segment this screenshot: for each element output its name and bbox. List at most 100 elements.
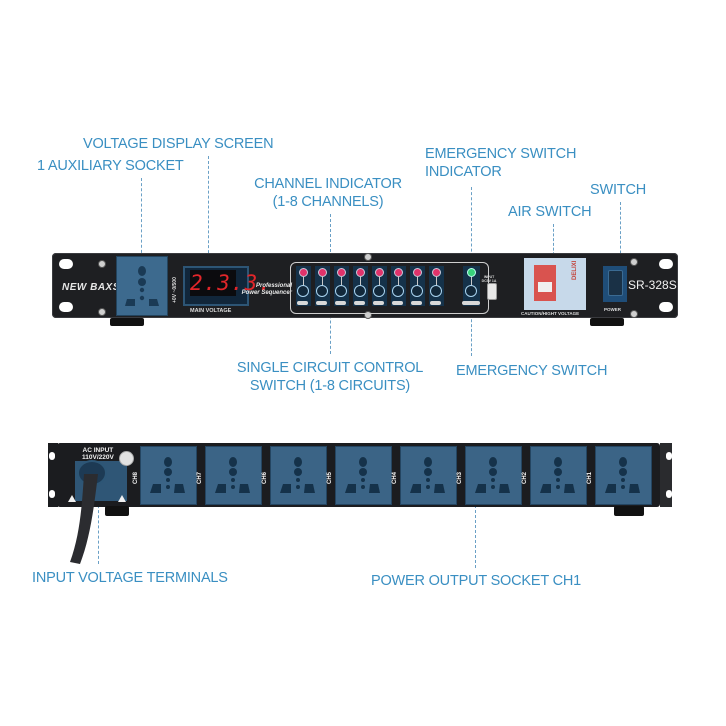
rack-hole bbox=[659, 259, 673, 269]
channel-connector bbox=[322, 277, 323, 286]
output-socket[interactable] bbox=[270, 446, 327, 505]
channel-indicator-led bbox=[318, 268, 327, 277]
rack-foot bbox=[105, 506, 129, 516]
leader-line-voltage-display bbox=[208, 156, 209, 268]
warning-icon bbox=[118, 495, 126, 502]
air-switch-caption: CAUTION/HIGHT VOLTAGE bbox=[521, 311, 580, 316]
emergency-switch-label bbox=[462, 301, 480, 305]
channel-switch-label bbox=[373, 301, 384, 305]
channel-connector bbox=[360, 277, 361, 286]
breaker-brand: DELIXI bbox=[572, 260, 578, 280]
channel-switch-button[interactable] bbox=[411, 285, 423, 297]
output-socket[interactable] bbox=[595, 446, 652, 505]
label-input-voltage-terminals: INPUT VOLTAGE TERMINALS bbox=[32, 570, 228, 586]
label-emergency-indicator-line1: EMERGENCY SWITCH bbox=[425, 146, 577, 162]
fuse-holder[interactable] bbox=[119, 451, 134, 466]
back-rack-ear-left bbox=[48, 443, 58, 507]
channel-switch-button[interactable] bbox=[430, 285, 442, 297]
rack-foot bbox=[590, 318, 624, 326]
channel-indicator-led bbox=[432, 268, 441, 277]
rack-hole bbox=[49, 452, 55, 460]
rack-hole bbox=[659, 302, 673, 312]
channel-switch-label bbox=[430, 301, 441, 305]
auxiliary-socket[interactable] bbox=[116, 256, 168, 316]
label-emergency-indicator: EMERGENCY SWITCH INDICATOR bbox=[425, 145, 576, 181]
usb-port[interactable] bbox=[487, 283, 497, 300]
channel-indicator-led bbox=[337, 268, 346, 277]
power-switch[interactable] bbox=[608, 270, 623, 296]
brand-logo: NEW BAXS bbox=[62, 282, 120, 293]
leader-line-input-terminals bbox=[98, 500, 99, 564]
emergency-indicator-led bbox=[467, 268, 476, 277]
label-auxiliary-socket: 1 AUXILIARY SOCKET bbox=[37, 158, 184, 174]
output-socket[interactable] bbox=[400, 446, 457, 505]
leader-line-aux-socket bbox=[141, 178, 142, 258]
warning-icon bbox=[68, 495, 76, 502]
air-switch-handle[interactable] bbox=[538, 282, 552, 292]
product-name: Professional Power Sequencer bbox=[238, 283, 292, 297]
power-caption: POWER bbox=[604, 307, 622, 312]
channel-switch-button[interactable] bbox=[297, 285, 309, 297]
label-switch: SWITCH bbox=[590, 182, 646, 198]
universal-socket-icon bbox=[215, 457, 250, 493]
leader-line-emergency-indicator bbox=[471, 187, 472, 267]
label-single-circuit-line1: SINGLE CIRCUIT CONTROL bbox=[236, 360, 424, 376]
output-socket[interactable] bbox=[465, 446, 522, 505]
screw-icon bbox=[98, 308, 106, 316]
universal-socket-icon bbox=[125, 266, 159, 306]
rack-hole bbox=[49, 490, 55, 498]
leader-line-switch bbox=[620, 202, 621, 268]
channel-indicator-led bbox=[356, 268, 365, 277]
output-socket[interactable] bbox=[205, 446, 262, 505]
universal-socket-icon bbox=[605, 457, 640, 493]
channel-connector bbox=[379, 277, 380, 286]
channel-switch-button[interactable] bbox=[316, 285, 328, 297]
label-channel-indicator-line2: (1-8 CHANNELS) bbox=[272, 194, 384, 210]
channel-tag: CH5 bbox=[327, 471, 333, 484]
output-socket[interactable] bbox=[335, 446, 392, 505]
product-name-line2: Power Sequencer bbox=[241, 290, 292, 296]
rack-hole bbox=[666, 490, 672, 498]
rack-hole bbox=[59, 302, 73, 312]
channel-switch-label bbox=[316, 301, 327, 305]
leader-line-channel-indicator bbox=[330, 214, 331, 272]
screw-icon bbox=[630, 258, 638, 266]
output-socket[interactable] bbox=[530, 446, 587, 505]
model-number: SR-328S bbox=[628, 278, 677, 292]
channel-connector bbox=[398, 277, 399, 286]
channel-switch-button[interactable] bbox=[354, 285, 366, 297]
rack-foot bbox=[614, 506, 644, 516]
universal-socket-icon bbox=[280, 457, 315, 493]
label-power-output-socket: POWER OUTPUT SOCKET CH1 bbox=[371, 573, 581, 589]
universal-socket-icon bbox=[475, 457, 510, 493]
usb-label: INPUT DC5V 1A bbox=[481, 275, 497, 283]
emergency-switch-button[interactable] bbox=[465, 285, 477, 297]
display-caption: MAIN VOLTAGE bbox=[190, 308, 232, 314]
rack-hole bbox=[666, 452, 672, 460]
channel-indicator-led bbox=[299, 268, 308, 277]
label-single-circuit-line2: SWITCH (1-8 CIRCUITS) bbox=[249, 378, 411, 394]
channel-connector bbox=[341, 277, 342, 286]
channel-connector bbox=[417, 277, 418, 286]
channel-indicator-led bbox=[375, 268, 384, 277]
output-socket[interactable] bbox=[140, 446, 197, 505]
channel-tag: CH1 bbox=[587, 471, 593, 484]
label-channel-indicator: CHANNEL INDICATOR (1-8 CHANNELS) bbox=[252, 175, 404, 211]
label-emergency-switch: EMERGENCY SWITCH bbox=[456, 363, 608, 379]
voltage-display: 2.3.3. bbox=[190, 270, 272, 296]
leader-line-output-socket bbox=[475, 480, 476, 568]
universal-socket-icon bbox=[410, 457, 445, 493]
leader-line-air-switch bbox=[553, 224, 554, 260]
channel-switch-button[interactable] bbox=[392, 285, 404, 297]
channel-switch-button[interactable] bbox=[373, 285, 385, 297]
channel-tag: CH6 bbox=[262, 471, 268, 484]
label-air-switch: AIR SWITCH bbox=[508, 204, 592, 220]
label-channel-indicator-line1: CHANNEL INDICATOR bbox=[254, 176, 402, 192]
channel-switch-label bbox=[392, 301, 403, 305]
label-voltage-display-screen: VOLTAGE DISPLAY SCREEN bbox=[83, 136, 274, 152]
screw-icon bbox=[364, 311, 372, 319]
channel-switch-label bbox=[411, 301, 422, 305]
label-single-circuit: SINGLE CIRCUIT CONTROL SWITCH (1-8 CIRCU… bbox=[234, 359, 426, 395]
channel-switch-button[interactable] bbox=[335, 285, 347, 297]
channel-connector bbox=[436, 277, 437, 286]
